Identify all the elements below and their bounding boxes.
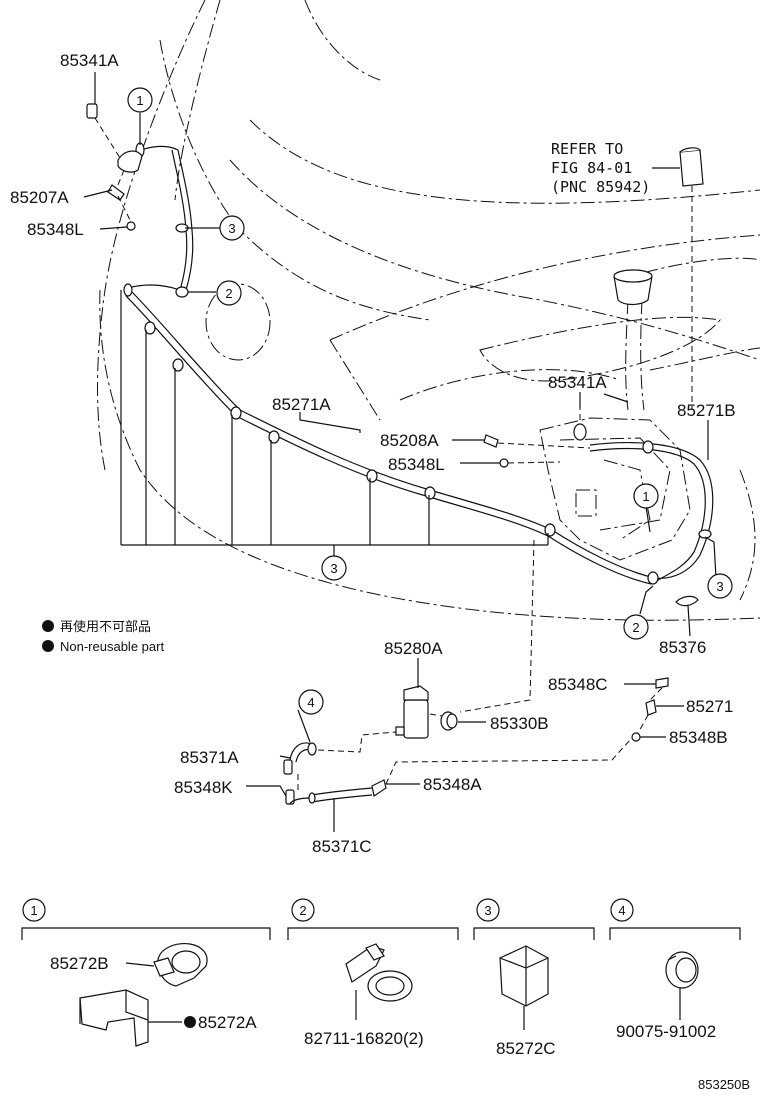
callout-1-tank: 1 (633, 483, 659, 509)
label-85341A-top: 85341A (60, 51, 119, 70)
callout-1-top: 1 (127, 87, 153, 113)
label-85271: 85271 (686, 697, 733, 716)
label-85348B: 85348B (669, 728, 728, 747)
label-90075: 90075-91002 (616, 1022, 716, 1041)
legend-text-en: Non-reusable part (60, 639, 164, 654)
label-85371C: 85371C (312, 837, 372, 856)
detail-panel-2: 2 82711-16820(2) (287, 898, 459, 1048)
label-85280A: 85280A (384, 639, 443, 658)
part-labels: 85341A 85207A 85348L REFER TO FIG 84-01 … (10, 51, 736, 856)
callout-3-right: 3 (707, 573, 733, 599)
legend: 再使用不可部品 Non-reusable part (42, 619, 164, 654)
svg-text:4: 4 (618, 903, 625, 918)
label-85348L-mid: 85348L (388, 455, 445, 474)
label-82711: 82711-16820(2) (304, 1029, 424, 1048)
svg-text:1: 1 (30, 903, 37, 918)
detail-panel-3: 3 85272C (473, 898, 595, 1058)
svg-text:1: 1 (136, 93, 143, 108)
legend-dot-en (42, 640, 54, 652)
legend-dot-jp (42, 620, 54, 632)
label-85348A: 85348A (423, 775, 482, 794)
callout-3-top: 3 (219, 215, 245, 241)
svg-text:2: 2 (632, 620, 639, 635)
label-85207A: 85207A (10, 188, 69, 207)
label-85348C: 85348C (548, 675, 608, 694)
washer-tank-outline (539, 269, 691, 561)
svg-text:4: 4 (307, 695, 314, 710)
label-85272A: 85272A (198, 1013, 257, 1032)
clip-bracket-lines (120, 290, 549, 556)
legend-text-jp: 再使用不可部品 (60, 619, 151, 634)
label-85272C: 85272C (496, 1039, 556, 1058)
callout-2-right: 2 (623, 614, 649, 640)
nozzle-parts-top-left (86, 103, 143, 231)
callout-2-top: 2 (216, 280, 242, 306)
label-85341A-mid: 85341A (548, 373, 607, 392)
detail-panel-1: 1 85272B 85272A (21, 898, 271, 1047)
label-85330B: 85330B (490, 714, 549, 733)
svg-text:3: 3 (228, 221, 235, 236)
callout-3-bottom: 3 (321, 555, 347, 581)
pump-assembly (246, 393, 709, 832)
label-85348K: 85348K (174, 778, 233, 797)
refer-reference (652, 147, 704, 410)
hose-routing (123, 142, 714, 585)
label-85272B: 85272B (50, 954, 109, 973)
refer-line-2: FIG 84-01 (551, 159, 632, 177)
svg-text:3: 3 (484, 903, 491, 918)
label-85376: 85376 (659, 638, 706, 657)
diagram-id: 853250B (698, 1077, 750, 1092)
refer-line-3: (PNC 85942) (551, 178, 650, 196)
label-85371A: 85371A (180, 748, 239, 767)
label-85348L-top: 85348L (27, 220, 84, 239)
svg-text:2: 2 (299, 903, 306, 918)
svg-text:3: 3 (716, 579, 723, 594)
label-85271A: 85271A (272, 395, 331, 414)
refer-line-1: REFER TO (551, 140, 623, 158)
detail-panel-4: 4 90075-91002 (609, 898, 741, 1041)
svg-text:3: 3 (330, 561, 337, 576)
svg-text:2: 2 (225, 286, 232, 301)
callout-4-pump: 4 (298, 689, 324, 715)
svg-text:1: 1 (642, 489, 649, 504)
callout-circles: 1 3 2 3 1 3 2 4 (127, 87, 733, 715)
nozzle-parts-middle (483, 394, 591, 468)
non-reusable-mark (184, 1016, 196, 1028)
label-85271B: 85271B (677, 401, 736, 420)
label-85208A: 85208A (380, 431, 439, 450)
